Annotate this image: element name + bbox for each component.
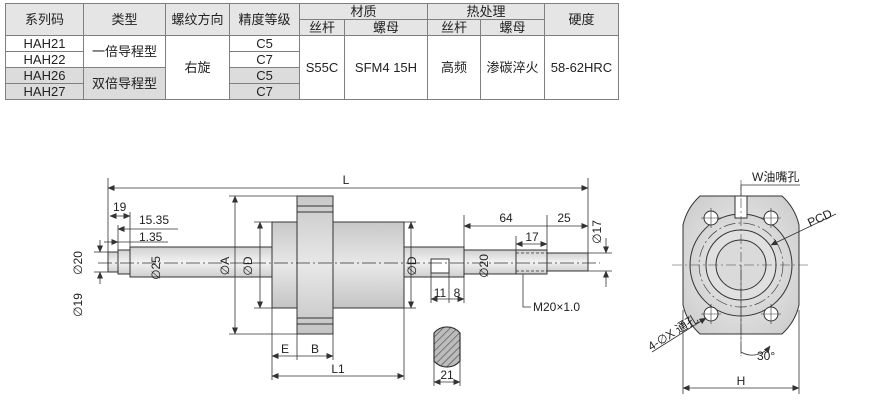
cell-precision: C7 <box>229 83 300 100</box>
cell-hardness: 58-62HRC <box>544 35 619 100</box>
flange-front-view: W油嘴孔 PCD 4-∅X 通孔 30° H <box>645 170 837 394</box>
table-row: HAH21 一倍导程型 右旋 C5 S55C SFM4 15H 高频 渗碳淬火 … <box>5 35 619 100</box>
side-view-dimensions: L 19 15.35 1.35 64 25 17 ∅17 ∅20 ∅19 ∅25 <box>71 173 612 380</box>
dim-64: 64 <box>499 211 513 225</box>
cell-code: HAH21 <box>5 35 84 52</box>
header-heat-screw: 丝杆 <box>427 19 481 36</box>
dim-8: 8 <box>454 286 461 300</box>
cell-code: HAH26 <box>5 67 84 84</box>
cell-code: HAH27 <box>5 83 84 100</box>
header-thread-direction: 螺纹方向 <box>165 3 230 36</box>
shaft-end-left <box>107 251 119 273</box>
cell-material-screw: S55C <box>299 35 345 100</box>
nut-flange <box>296 195 334 335</box>
oil-hole-leader <box>740 184 800 196</box>
dim-H: H <box>737 374 746 388</box>
thread-section <box>515 249 548 275</box>
dim-dia-25: ∅25 <box>149 256 163 280</box>
dim-L: L <box>343 173 350 187</box>
thread-label: M20×1.0 <box>533 300 580 314</box>
nut-body <box>271 221 405 309</box>
key-slot <box>430 258 450 274</box>
dim-dia-17: ∅17 <box>590 220 604 244</box>
dim-dia-A: ∅A <box>218 257 232 275</box>
angle-label: 30° <box>757 349 775 363</box>
cell-type: 一倍导程型 <box>83 35 166 68</box>
shaft-end-right <box>546 252 589 272</box>
header-type: 类型 <box>83 3 166 36</box>
dim-15-35: 15.35 <box>139 213 169 227</box>
thread-lines <box>516 252 547 272</box>
cell-heat-nut: 渗碳淬火 <box>480 35 545 100</box>
cell-heat-screw: 高频 <box>427 35 481 100</box>
shaft-journal-left <box>117 249 131 275</box>
dim-dia-20-left: ∅20 <box>71 251 85 275</box>
ball-screw-side-view <box>98 195 600 335</box>
dim-21: 21 <box>440 368 454 382</box>
holes-label: 4-∅X 通孔 <box>645 312 700 354</box>
header-hardness: 硬度 <box>544 3 619 36</box>
dim-11: 11 <box>434 286 447 300</box>
dim-25: 25 <box>557 211 571 225</box>
pcd-leader <box>770 213 837 246</box>
shaft-cross-section: 21 <box>433 326 461 386</box>
header-material-screw: 丝杆 <box>299 19 345 36</box>
hole-crosshairs <box>701 208 781 324</box>
header-series-code: 系列码 <box>5 3 84 36</box>
oil-hole-label: W油嘴孔 <box>752 170 799 184</box>
dim-19: 19 <box>113 200 127 214</box>
pcd-label: PCD <box>805 206 834 230</box>
cell-precision: C5 <box>229 35 300 52</box>
cell-precision: C5 <box>229 67 300 84</box>
header-heat-nut: 螺母 <box>480 19 545 36</box>
angle-arc <box>740 345 771 356</box>
dim-1-35: 1.35 <box>139 230 163 244</box>
holes-leader <box>651 317 707 353</box>
dim-L1: L1 <box>331 362 345 376</box>
dim-dia-D-right: ∅D <box>405 256 419 275</box>
dim-dia-D-left: ∅D <box>241 256 255 275</box>
dim-E: E <box>281 342 289 356</box>
screw-shaft-left <box>129 246 273 278</box>
table-row: HAH22 C7 <box>5 51 619 68</box>
dim-dia-19: ∅19 <box>71 293 85 317</box>
shaft-journal-right <box>463 249 517 275</box>
flange-hole-marks <box>297 205 333 325</box>
dim-B: B <box>311 342 319 356</box>
spec-table: 系列码 类型 螺纹方向 精度等级 材质 热处理 硬度 丝杆 螺母 丝杆 螺母 H… <box>5 3 619 100</box>
cell-type: 双倍导程型 <box>83 67 166 100</box>
table-header-row: 系列码 类型 螺纹方向 精度等级 材质 热处理 硬度 <box>5 3 619 36</box>
cell-material-nut: SFM4 15H <box>344 35 428 100</box>
dim-17: 17 <box>525 230 539 244</box>
header-precision: 精度等级 <box>229 3 300 36</box>
dim-dia-20-right: ∅20 <box>477 254 491 278</box>
thread-leader <box>522 274 531 308</box>
